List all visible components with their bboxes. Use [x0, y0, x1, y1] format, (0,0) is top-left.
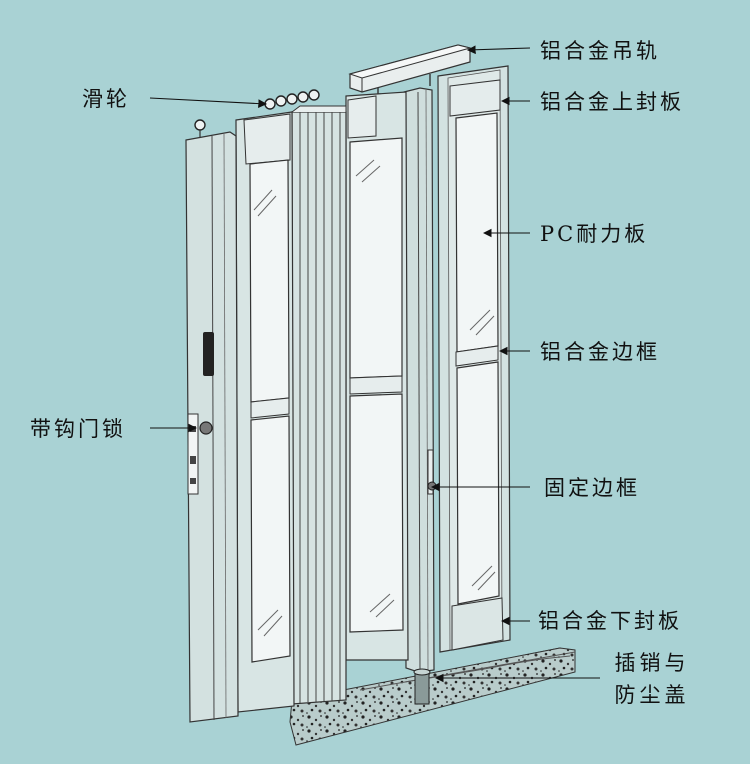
leader-lines	[149, 45, 600, 683]
label-bolt-dust-cover-line2: 防尘盖	[614, 683, 690, 707]
folded-slats	[291, 105, 347, 705]
left-door-panel	[235, 111, 295, 713]
hanging-rail	[348, 44, 472, 100]
label-pc-panel: PC耐力板	[540, 222, 649, 246]
right-door-panel	[437, 65, 511, 653]
label-bottom-seal-plate: 铝合金下封板	[538, 609, 682, 633]
lock-stile	[185, 131, 239, 723]
floor-ground	[289, 647, 576, 746]
center-door-panel	[345, 91, 409, 661]
label-pulley: 滑轮	[82, 87, 130, 111]
label-top-seal-plate: 铝合金上封板	[540, 90, 684, 114]
leader-pulley	[149, 97, 268, 108]
pulleys	[194, 89, 320, 140]
label-fixed-frame: 固定边框	[544, 476, 640, 500]
label-hanging-rail: 铝合金吊轨	[540, 39, 660, 63]
label-hook-lock: 带钩门锁	[30, 417, 126, 441]
label-side-frame: 铝合金边框	[540, 340, 660, 364]
fixed-frame	[403, 87, 437, 705]
leader-hanging-rail	[466, 45, 531, 55]
label-bolt-dust-cover-line1: 插销与	[614, 651, 690, 675]
